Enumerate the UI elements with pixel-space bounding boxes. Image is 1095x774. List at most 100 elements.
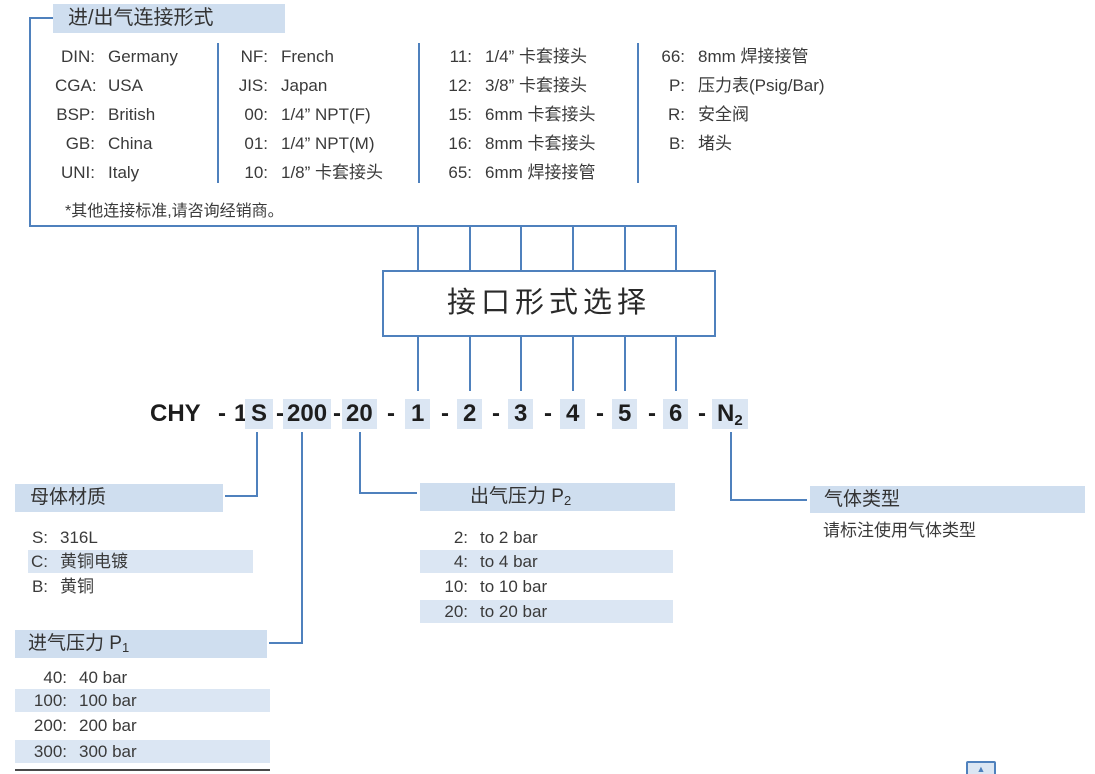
option-code: NF: xyxy=(240,47,268,66)
option-label: 黄铜 xyxy=(60,577,94,596)
option-label: 100 bar xyxy=(79,691,137,710)
option-label: Japan xyxy=(281,76,328,95)
connector-line xyxy=(675,337,677,391)
option-label: Germany xyxy=(108,47,178,66)
code-separator: - xyxy=(333,400,341,427)
code-separator: - xyxy=(276,400,284,427)
option-label: 200 bar xyxy=(79,716,137,735)
option-label: 3/8” 卡套接头 xyxy=(485,76,588,95)
connector-line xyxy=(417,225,419,270)
connection-section-title: 进/出气连接形式 xyxy=(53,4,285,33)
inlet-pressure-option: 200: 200 bar xyxy=(15,714,270,737)
code-segment-port-4: 4 xyxy=(560,399,586,429)
option-label: 6mm 卡套接头 xyxy=(485,105,596,124)
option-code: 15: xyxy=(448,105,472,124)
code-segment: CHY xyxy=(150,400,201,427)
connection-option: P:压力表(Psig/Bar) xyxy=(645,71,825,100)
connection-option: 11:1/4” 卡套接头 xyxy=(432,42,596,71)
option-code: B: xyxy=(31,577,48,596)
connector-line-material xyxy=(225,495,258,497)
option-code: 200: xyxy=(33,716,67,735)
gas-type-note: 请标注使用气体类型 xyxy=(823,521,976,540)
option-label: French xyxy=(281,47,334,66)
option-label: 1/8” 卡套接头 xyxy=(281,163,384,182)
outlet-pressure-title-text: 出气压力 P xyxy=(470,486,564,507)
option-code: UNI: xyxy=(61,163,95,182)
option-label: 1/4” NPT(F) xyxy=(281,105,371,124)
option-code: 40: xyxy=(43,668,67,687)
option-label: 8mm 焊接接管 xyxy=(698,47,809,66)
option-label: 316L xyxy=(60,528,98,547)
code-segment-port-5: 5 xyxy=(612,399,638,429)
connection-column-npt: NF:French JIS:Japan 00:1/4” NPT(F) 01:1/… xyxy=(228,42,383,187)
connection-column-accessories: 66:8mm 焊接接管 P:压力表(Psig/Bar) R:安全阀 B:堵头 xyxy=(645,42,825,158)
connector-line-inlet xyxy=(301,432,303,644)
column-divider xyxy=(217,43,219,183)
option-code: 00: xyxy=(244,105,268,124)
connection-option: R:安全阀 xyxy=(645,100,825,129)
option-code: R: xyxy=(668,105,685,124)
option-code: CGA: xyxy=(55,76,97,95)
option-label: Italy xyxy=(108,163,140,182)
connection-option: BSP:British xyxy=(55,100,178,129)
outlet-pressure-option: 20:to 20 bar xyxy=(420,600,673,623)
option-code: P: xyxy=(668,76,685,95)
code-separator: - xyxy=(544,400,552,427)
connector-line xyxy=(469,337,471,391)
gas-symbol: N xyxy=(717,400,735,427)
option-label: 6mm 焊接接管 xyxy=(485,163,596,182)
code-separator: - xyxy=(441,400,449,427)
connection-option: GB:China xyxy=(55,129,178,158)
material-option: C:黄铜电镀 xyxy=(28,550,253,573)
connection-option: NF: French xyxy=(228,42,383,71)
option-code: S: xyxy=(31,528,48,547)
connection-option: 00: 1/4” NPT(F) xyxy=(228,100,383,129)
option-label: British xyxy=(108,105,156,124)
connector-line xyxy=(624,337,626,391)
option-label: 1/4” NPT(M) xyxy=(281,134,375,153)
option-label: 8mm 卡套接头 xyxy=(485,134,596,153)
outlet-pressure-option: 10:to 10 bar xyxy=(420,575,673,598)
option-code: 100: xyxy=(33,691,67,710)
connection-option: CGA:USA xyxy=(55,71,178,100)
inlet-pressure-option: 300:300 bar xyxy=(15,740,270,763)
connection-option: 12: 3/8” 卡套接头 xyxy=(432,71,596,100)
connector-line xyxy=(624,225,626,270)
connector-line-gas xyxy=(730,432,732,501)
connector-line xyxy=(675,225,677,270)
connection-option: 16:8mm 卡套接头 xyxy=(432,129,596,158)
bracket-line-bottom xyxy=(29,225,677,227)
up-arrow-icon: ▲ xyxy=(976,764,986,774)
option-code: 65: xyxy=(448,163,472,182)
connector-line-outlet xyxy=(359,492,417,494)
option-code: B: xyxy=(668,134,685,153)
option-code: 2: xyxy=(453,528,468,547)
scroll-top-button[interactable]: ▲ xyxy=(966,761,996,774)
inlet-pressure-title-text: 进气压力 P xyxy=(28,633,122,654)
bracket-line-left xyxy=(29,17,31,226)
code-separator: - xyxy=(218,400,226,427)
code-separator: - xyxy=(596,400,604,427)
connection-option: B: 堵头 xyxy=(645,129,825,158)
option-label: 堵头 xyxy=(698,134,732,153)
connector-line xyxy=(520,225,522,270)
connection-option: UNI: Italy xyxy=(55,158,178,187)
option-code: C: xyxy=(31,552,48,571)
interface-selector-box: 接口形式选择 xyxy=(382,270,716,337)
code-segment-material: S xyxy=(245,399,274,429)
option-label: 300 bar xyxy=(79,742,137,761)
connection-option: 15: 6mm 卡套接头 xyxy=(432,100,596,129)
option-code: 11: xyxy=(449,47,472,66)
connector-line-material xyxy=(256,432,258,497)
option-code: 4: xyxy=(453,552,468,571)
option-code: 12: xyxy=(448,76,472,95)
connector-line xyxy=(469,225,471,270)
code-segment-port-2: 2 xyxy=(457,399,483,429)
code-segment-inlet-pressure: 200 xyxy=(283,399,332,429)
connection-column-fittings: 11:1/4” 卡套接头 12: 3/8” 卡套接头 15: 6mm 卡套接头 16… xyxy=(432,42,596,187)
code-segment: 1 xyxy=(234,400,248,427)
code-separator: - xyxy=(492,400,500,427)
option-code: GB: xyxy=(65,134,95,153)
connector-line-outlet xyxy=(359,432,361,494)
